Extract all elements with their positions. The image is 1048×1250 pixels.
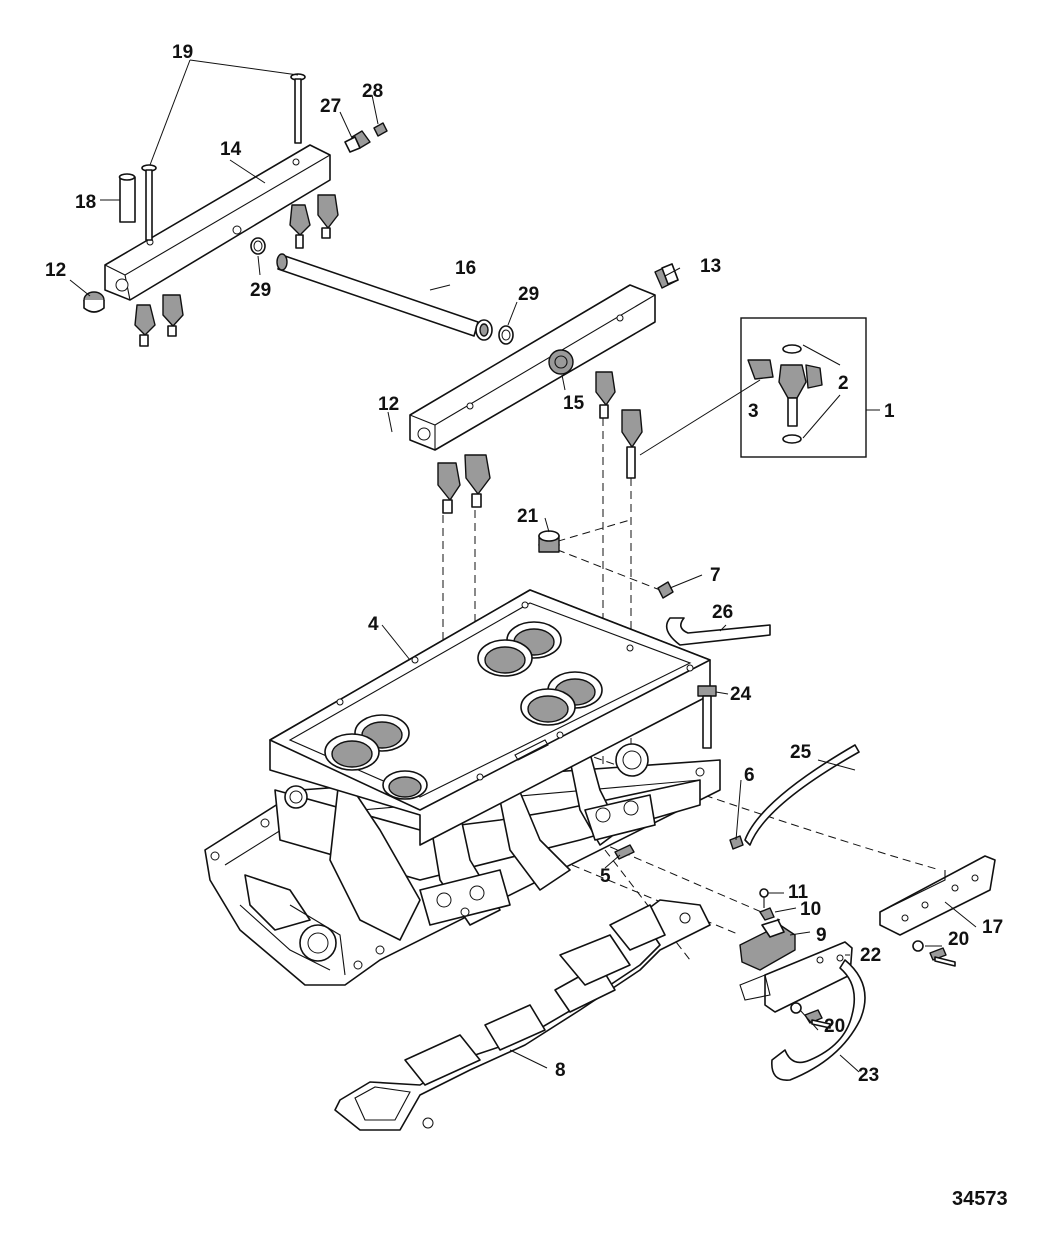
fuel-rail-right (409, 284, 656, 514)
callout-12-right: 12 (378, 394, 399, 415)
callout-15: 15 (563, 393, 585, 414)
callout-25: 25 (790, 742, 812, 763)
leader-lines (69, 59, 977, 1073)
fuel-rail-left (104, 144, 339, 347)
callout-20-lower: 20 (824, 1016, 845, 1037)
callout-2: 2 (838, 373, 849, 394)
callout-19: 19 (172, 42, 193, 63)
callout-8: 8 (555, 1060, 566, 1081)
callout-11: 11 (788, 882, 809, 903)
fitting-13 (654, 263, 679, 289)
callout-28: 28 (362, 81, 383, 102)
bolt-19 (141, 73, 306, 241)
callout-6: 6 (744, 765, 755, 786)
callout-3: 3 (748, 401, 759, 422)
callout-9: 9 (816, 925, 827, 946)
injector-detail-box (639, 317, 880, 458)
callout-10: 10 (800, 899, 821, 920)
callout-26: 26 (712, 602, 733, 623)
bracket-17 (879, 855, 996, 967)
callout-27: 27 (320, 96, 341, 117)
cap-12-left (83, 291, 105, 313)
callout-4: 4 (368, 614, 379, 635)
upper-manifold-plate (269, 589, 711, 846)
callout-17: 17 (982, 917, 1003, 938)
callout-22: 22 (860, 945, 881, 966)
callout-18: 18 (75, 192, 96, 213)
callout-21: 21 (517, 506, 539, 527)
callout-29-right: 29 (518, 284, 539, 305)
sensor-9 (739, 888, 796, 971)
lower-intake-manifold (204, 701, 721, 986)
callout-14: 14 (220, 139, 242, 160)
callout-20-upper: 20 (948, 929, 969, 950)
fittings-27-28 (344, 122, 388, 153)
callout-labels: 1 2 3 4 5 6 7 8 9 10 11 12 12 13 14 15 1… (45, 42, 1003, 1086)
callout-13: 13 (700, 256, 721, 277)
crossover-tube-16 (276, 253, 493, 341)
intake-gasket (334, 899, 711, 1131)
o-ring-29 (250, 237, 514, 345)
callout-29-left: 29 (250, 280, 271, 301)
callout-24: 24 (730, 684, 752, 705)
figure-reference-number: 34573 (952, 1188, 1008, 1210)
hoses (665, 617, 860, 846)
callout-23: 23 (858, 1065, 879, 1086)
callout-16: 16 (455, 258, 476, 279)
callout-5: 5 (600, 866, 611, 887)
callout-7: 7 (710, 565, 721, 586)
spacer-18 (118, 173, 136, 223)
callout-12-left: 12 (45, 260, 66, 281)
callout-1: 1 (884, 401, 895, 422)
hose-23 (771, 959, 866, 1081)
